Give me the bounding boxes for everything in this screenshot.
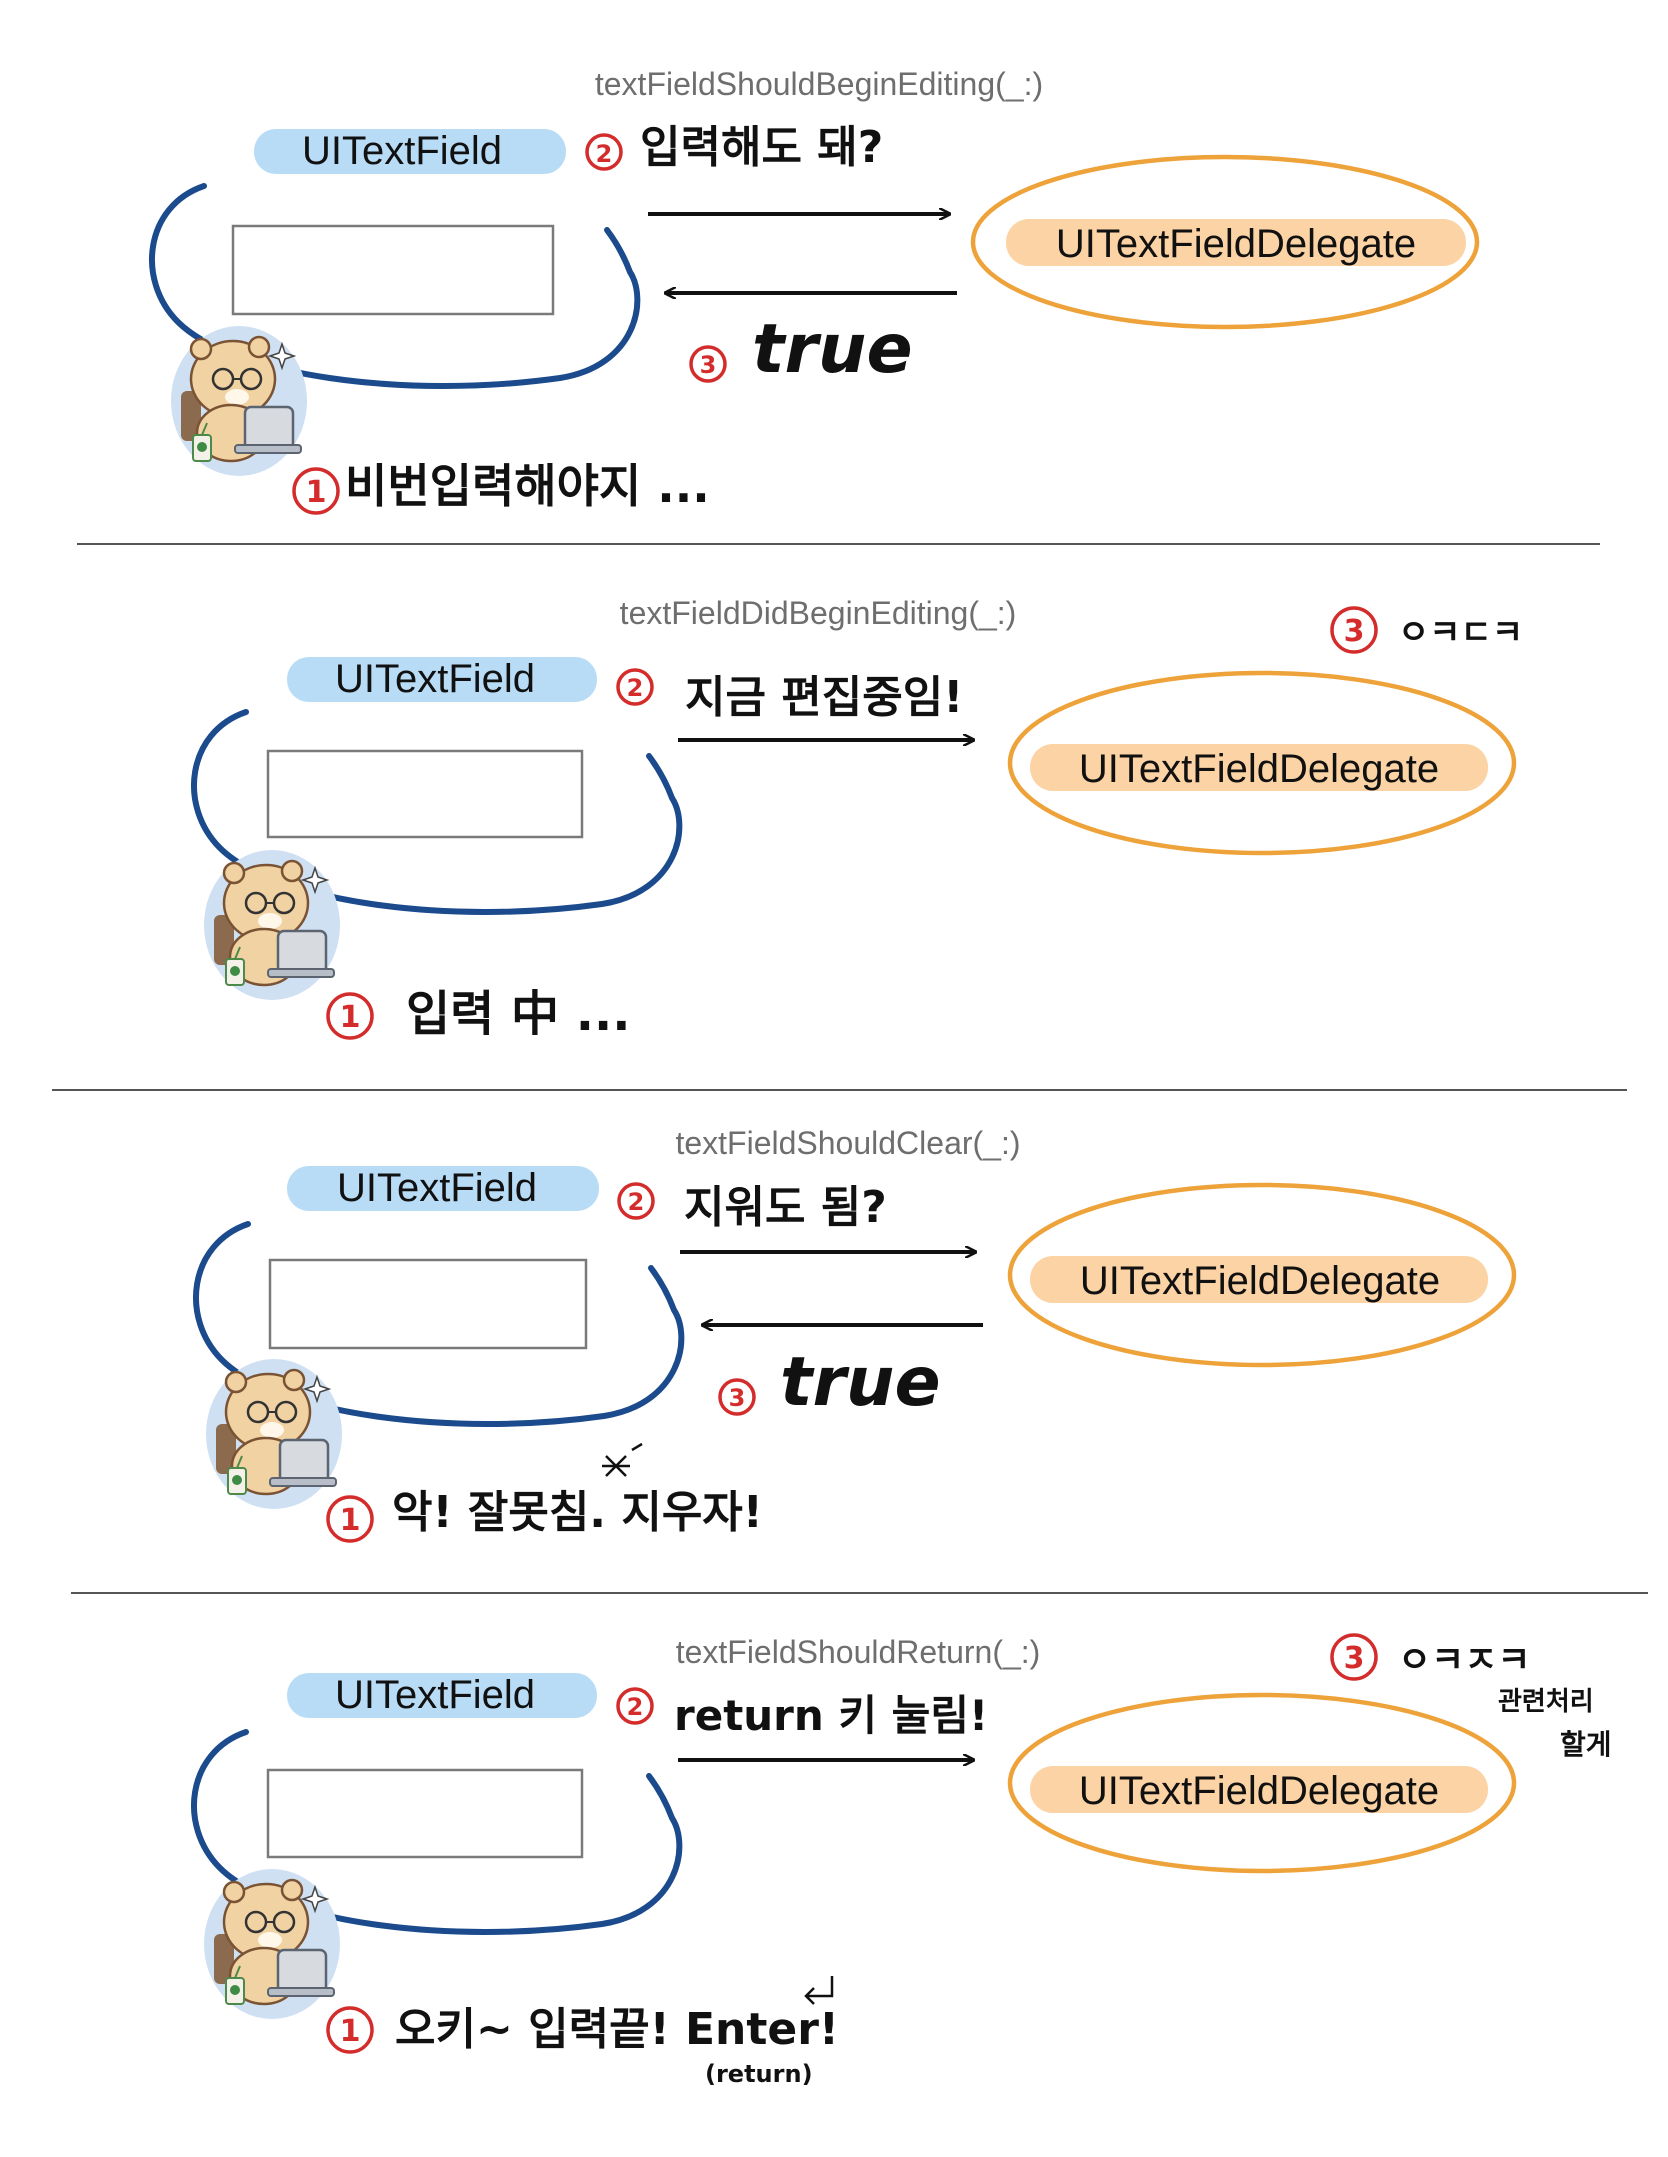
delegate-ring [1007,1692,1517,1874]
step-2-number: 2 [596,140,613,168]
step-3-number: 3 [729,1384,746,1412]
step-3-note-line1: 관련처리 [1498,1687,1594,1717]
bear-with-laptop-icon [204,1357,344,1511]
section-should-clear: textFieldShouldClear(_:) UITextField 2 지… [193,1125,1517,1543]
step-2-number: 2 [628,1188,645,1216]
delegate-pill [1006,219,1466,266]
step-3-marker [1330,1633,1378,1681]
section-did-begin-editing: textFieldDidBeginEditing(_:) UITextField… [191,595,1523,1042]
uitextfield-pill [254,129,566,174]
step-3-number: 3 [1344,1641,1365,1676]
text-input-box [266,749,584,839]
section-should-begin-editing: textFieldShouldBeginEditing(_:) UITextFi… [149,66,1480,515]
step-1-text: 비번입력해야지 ... [345,459,710,513]
method-title: textFieldDidBeginEditing(_:) [620,595,1017,631]
step-1-marker [326,1495,374,1543]
delegate-pill [1030,1256,1488,1303]
step-1-text: 입력 中 ... [406,986,630,1042]
section-should-return: textFieldShouldReturn(_:) UITextField 2 … [191,1633,1612,2088]
step-3-text: ㅇㅋㄷㅋ [1398,613,1523,653]
step-2-marker [617,1182,655,1220]
uitextfield-label: UITextField [335,657,535,701]
step-3-marker [1330,606,1378,654]
text-input-box [266,1768,584,1859]
step-1-text: 오키~ 입력끝! Enter! [395,2004,839,2055]
step-3-text: true [752,310,913,389]
step-1-marker [326,2006,374,2054]
text-input-box [268,1258,588,1350]
uitextfield-ring [191,1729,683,1935]
method-title: textFieldShouldBeginEditing(_:) [595,66,1043,102]
step-1-number: 1 [306,475,327,510]
uitextfield-pill [287,1166,599,1211]
step-3-text: ㅇㅋㅈㅋ [1398,1640,1530,1681]
sparkle-icon [602,1442,643,1477]
uitextfield-ring [149,183,641,389]
uitextfield-label: UITextField [302,129,502,173]
step-1-text: 악! 잘못침. 지우자! [392,1487,763,1538]
step-2-text: 지워도 됨? [684,1182,887,1233]
method-title: textFieldShouldReturn(_:) [676,1634,1041,1670]
step-2-marker [616,668,654,706]
step-1-subnote: (return) [705,2060,813,2088]
step-3-marker [585,133,623,171]
return-key-icon [804,1976,834,2005]
uitextfield-label: UITextField [335,1673,535,1717]
step-2-text: 입력해도 돼? [640,122,883,173]
bear-with-laptop-icon [169,324,309,478]
step-1-number: 1 [340,1000,361,1035]
delegate-label: UITextFieldDelegate [1079,1769,1439,1813]
delegate-ring [1007,670,1517,856]
step-2-text: 지금 편집중임! [685,672,963,723]
step-3-marker [718,1378,756,1416]
uitextfield-pill [287,1673,597,1718]
delegate-ring [1007,1182,1517,1368]
step-3-number: 3 [700,351,717,379]
step-1-number: 1 [340,2014,361,2049]
step-1-number: 1 [340,1503,361,1538]
delegate-label: UITextFieldDelegate [1056,222,1416,266]
step-3-marker [689,345,727,383]
step-3-note-line2: 할게 [1560,1728,1612,1761]
step-1-marker [326,992,374,1040]
step-2-number: 2 [627,674,644,702]
step-2-marker [616,1687,654,1725]
uitextfield-ring [191,709,683,915]
delegate-ring [970,154,1480,330]
bear-with-laptop-icon [202,848,342,1002]
delegate-label: UITextFieldDelegate [1079,747,1439,791]
method-title: textFieldShouldClear(_:) [675,1125,1020,1161]
uitextfield-pill [287,657,597,702]
delegate-pill [1030,1766,1488,1813]
step-1-marker [292,467,340,515]
text-input-box [231,224,555,316]
step-2-text: return 키 눌림! [674,1691,988,1740]
step-2-number: 2 [627,1693,644,1721]
delegate-pill [1030,744,1488,791]
bear-with-laptop-icon [202,1867,342,2021]
uitextfield-ring [193,1221,685,1427]
uitextfield-label: UITextField [337,1166,537,1210]
step-3-number: 3 [1344,614,1365,649]
delegate-label: UITextFieldDelegate [1080,1259,1440,1303]
step-3-text: true [780,1343,941,1422]
